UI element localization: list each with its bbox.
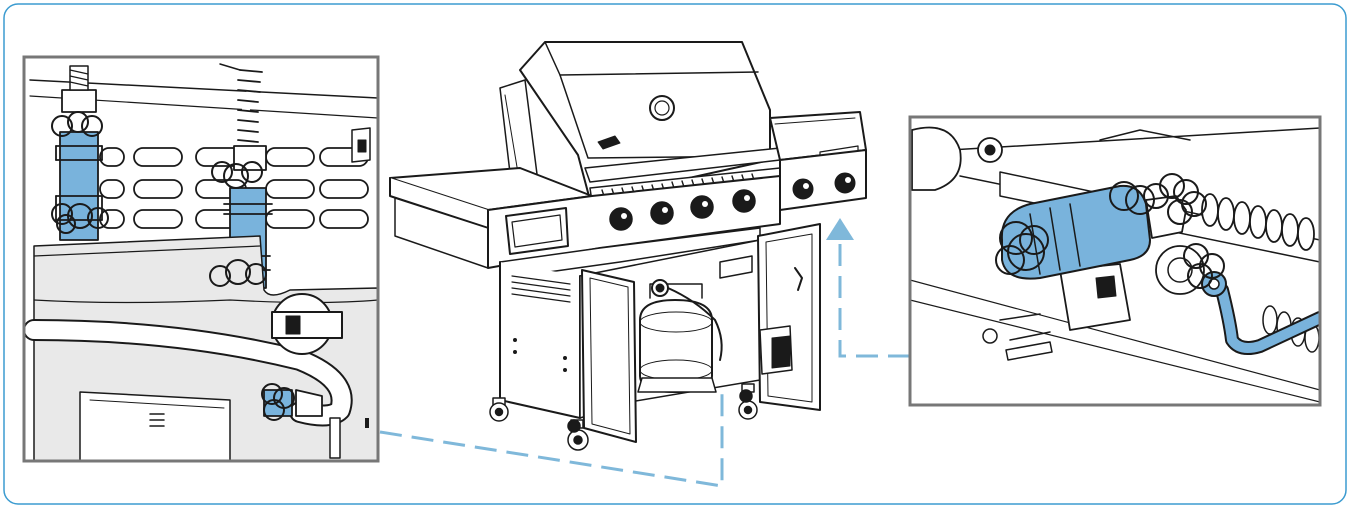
lid-thermometer xyxy=(649,95,675,121)
right-callout-border xyxy=(908,115,1322,407)
grill-illustration xyxy=(389,41,867,451)
burner-knobs xyxy=(609,189,756,231)
right-callout-leader xyxy=(838,238,910,358)
leader-arrowhead xyxy=(826,218,854,240)
caster-wheels xyxy=(489,383,758,451)
right-detail-callout xyxy=(908,115,1322,407)
highlight-hose-coupler xyxy=(1000,184,1151,280)
left-cabinet-door xyxy=(581,269,637,443)
left-detail-callout xyxy=(22,55,380,463)
left-callout-border xyxy=(22,55,380,463)
